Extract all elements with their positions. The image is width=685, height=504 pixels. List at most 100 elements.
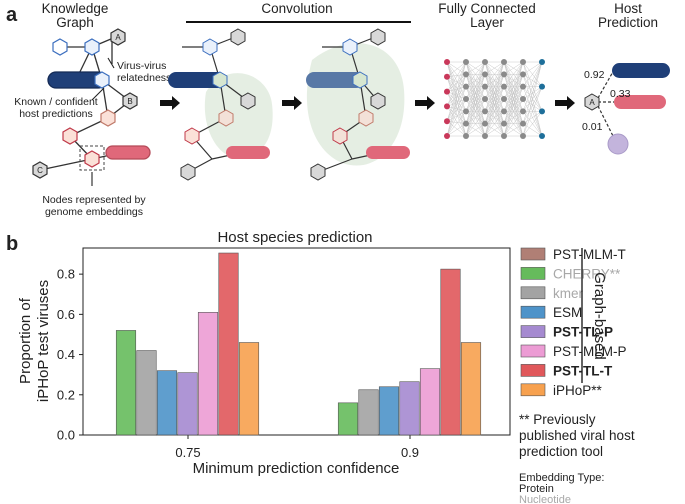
fc-neuron xyxy=(520,83,526,90)
y-tick-label: 0.6 xyxy=(57,307,75,322)
fc-neuron xyxy=(520,120,526,127)
fc-edge xyxy=(446,98,467,107)
fc-edge xyxy=(503,111,524,137)
known-hosts-arrow xyxy=(91,87,105,101)
fc-edge xyxy=(503,61,524,100)
footnote-line3: prediction tool xyxy=(519,444,603,459)
fc-neuron xyxy=(501,59,507,65)
fc-edge xyxy=(522,61,543,87)
fc-edge xyxy=(503,61,524,124)
x-tick-label: 0.9 xyxy=(401,445,419,460)
fc-edge xyxy=(465,86,486,137)
fc-edge xyxy=(446,86,467,107)
fc-edge xyxy=(446,106,467,112)
nodes-line2: genome embeddings xyxy=(45,206,143,218)
virus-node-blue-1 xyxy=(52,38,68,56)
legend-label: CHERRY** xyxy=(553,266,621,281)
bar-iphop xyxy=(238,342,260,436)
fc-edge xyxy=(522,123,543,137)
fc-edge xyxy=(446,86,467,122)
chart-title: Host species prediction xyxy=(217,229,372,246)
fc-edge xyxy=(484,61,505,137)
virus-node-pink-2 xyxy=(62,127,78,145)
embedding-box xyxy=(79,145,105,171)
fc-edge xyxy=(484,61,505,124)
x-axis-label: Minimum prediction confidence xyxy=(193,460,400,477)
fc-edge xyxy=(446,106,467,124)
legend-label: PST-MLM-T xyxy=(553,247,626,262)
virus-node-b xyxy=(122,92,138,110)
fc-edge xyxy=(522,86,543,124)
fc-neuron xyxy=(463,71,469,78)
legend-swatch xyxy=(520,267,546,280)
legend-swatch xyxy=(520,286,546,300)
fc-neuron xyxy=(482,83,488,90)
knowledge-graph-header-line2: Graph xyxy=(56,15,94,30)
fc-edge xyxy=(465,111,486,137)
fc-neuron xyxy=(539,108,545,115)
fc-edge xyxy=(446,120,467,124)
fc-edge xyxy=(503,98,524,137)
legend-label: PST-TL-T xyxy=(553,363,613,378)
fc-edge xyxy=(522,111,543,137)
fc-edge xyxy=(522,86,543,137)
fc-neuron xyxy=(444,59,450,65)
fc-neuron xyxy=(482,133,488,139)
convolution-step-1 xyxy=(168,28,273,181)
fc-edge xyxy=(446,76,467,124)
y-tick-label: 0.2 xyxy=(57,387,75,402)
fc-neuron xyxy=(444,73,450,80)
embedding-type-nucleotide: Nucleotide xyxy=(519,494,571,504)
fc-neuron xyxy=(520,71,526,78)
fc-edge xyxy=(446,91,467,100)
legend: PST-MLM-TCHERRY**kmerESMPST-TL-PPST-MLM-… xyxy=(520,247,627,398)
fc-edge xyxy=(503,86,524,137)
fc-neuron xyxy=(501,71,507,78)
virus-virus-line1: Virus-virus xyxy=(117,60,166,72)
host-prediction-header-line1: Host xyxy=(614,1,642,16)
fc-edge xyxy=(465,98,486,137)
legend-label: kmer xyxy=(553,286,584,301)
embedding-type-title: Embedding Type: xyxy=(519,472,604,484)
knowledge-graph-nodes xyxy=(32,28,138,179)
bar-pst-mlm-p xyxy=(419,368,441,436)
y-tick-label: 0.0 xyxy=(57,428,75,443)
embedding-type-protein: Protein xyxy=(519,483,554,495)
fc-edge xyxy=(446,98,467,122)
fc-edge xyxy=(484,61,505,87)
virus-node-c xyxy=(32,161,48,179)
knowledge-graph-header-line1: Knowledge xyxy=(42,1,109,16)
fc-neuron xyxy=(501,96,507,102)
fc-edge xyxy=(446,61,467,137)
fc-neuron xyxy=(444,118,450,125)
fully-connected-header-line1: Fully Connected xyxy=(438,1,536,16)
legend-label: PST-MLM-P xyxy=(553,344,627,359)
known-hosts-line1: Known / confident xyxy=(14,96,98,108)
fc-neuron xyxy=(463,59,469,65)
fc-edge xyxy=(446,61,467,92)
legend-swatch xyxy=(520,247,546,261)
fc-neuron xyxy=(463,83,469,90)
fc-edge xyxy=(446,74,467,107)
convolution-header: Convolution xyxy=(261,1,332,16)
bar-pst-tl-p xyxy=(177,372,198,436)
legend-label: iPHoP** xyxy=(553,383,603,398)
fc-neuron xyxy=(501,120,507,127)
fc-neuron xyxy=(482,108,488,115)
bar-cherry xyxy=(115,330,137,436)
fc-edge xyxy=(465,123,486,137)
fc-neuron xyxy=(482,59,488,65)
fc-edge xyxy=(522,61,543,112)
host-prediction-header-line2: Prediction xyxy=(598,15,658,30)
fc-neuron xyxy=(539,59,545,65)
fc-neuron xyxy=(444,133,450,139)
legend-swatch xyxy=(520,364,546,377)
fc-neuron xyxy=(539,133,545,139)
fc-edge xyxy=(446,61,467,77)
fc-edge xyxy=(446,61,467,124)
footnote-line2: published viral host xyxy=(519,428,635,443)
fc-edge xyxy=(465,61,486,87)
bar-pst-tl-p xyxy=(399,381,420,436)
fc-edge xyxy=(446,123,467,137)
